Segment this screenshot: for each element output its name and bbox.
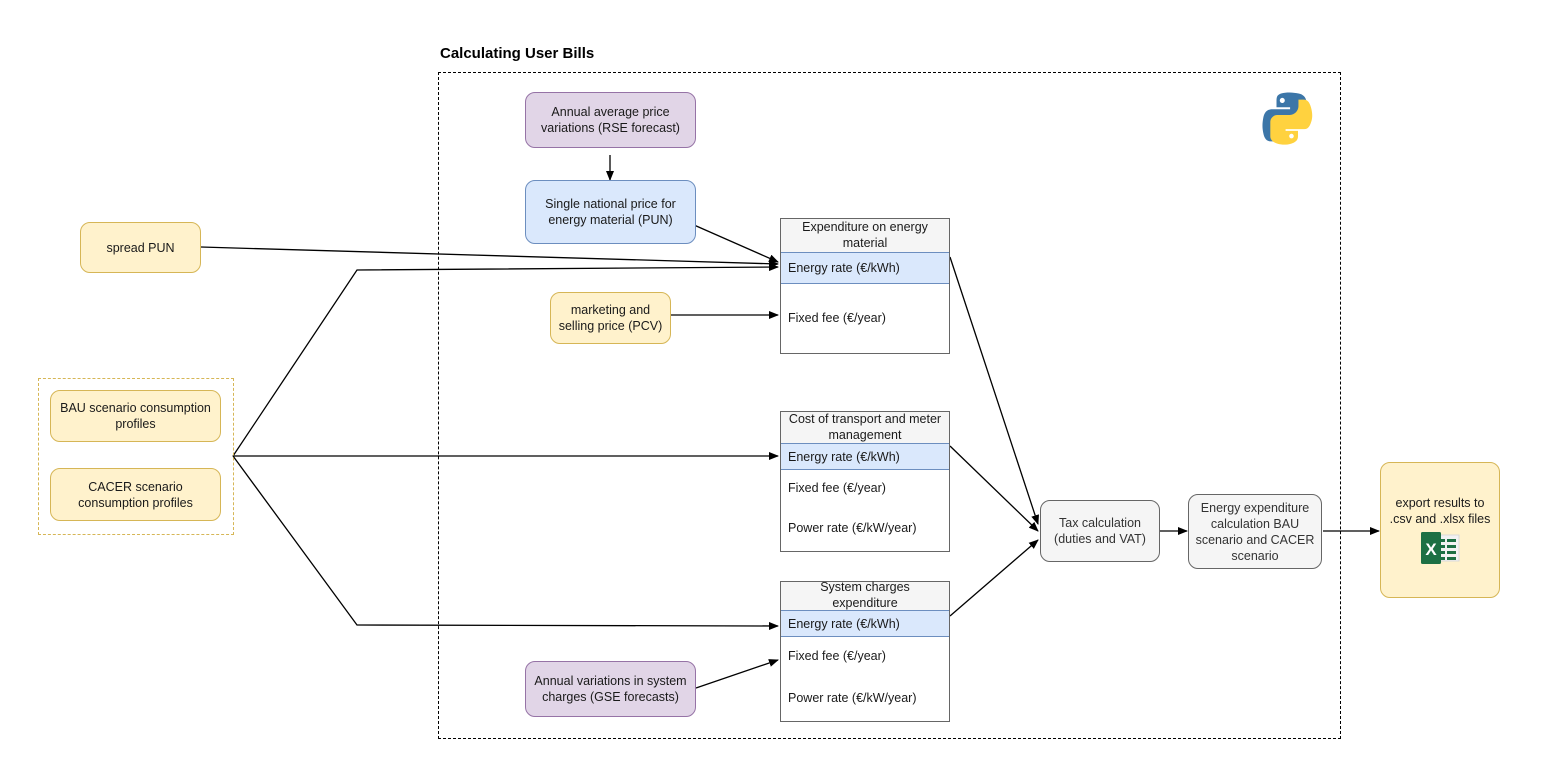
node-pcv[interactable]: marketing and selling price (PCV) — [550, 292, 671, 344]
svg-text:X: X — [1425, 540, 1437, 559]
table-transport-meter-cost: Cost of transport and meter management E… — [780, 411, 950, 552]
process-container — [438, 72, 1341, 739]
node-cacer-profiles[interactable]: CACER scenario consumption profiles — [50, 468, 221, 521]
table-system-charges: System charges expenditure Energy rate (… — [780, 580, 950, 722]
table-header: System charges expenditure — [781, 580, 949, 611]
table-row[interactable]: Energy rate (€/kWh) — [781, 252, 949, 284]
table-row[interactable]: Power rate (€/kW/year) — [788, 521, 917, 535]
export-label: export results to .csv and .xlsx files — [1389, 496, 1491, 526]
node-bau-profiles[interactable]: BAU scenario consumption profiles — [50, 390, 221, 442]
node-pun[interactable]: Single national price for energy materia… — [525, 180, 696, 244]
table-row[interactable]: Power rate (€/kW/year) — [788, 691, 917, 705]
table-row[interactable]: Energy rate (€/kWh) — [781, 610, 949, 637]
node-gse-variations[interactable]: Annual variations in system charges (GSE… — [525, 661, 696, 717]
node-spread-pun[interactable]: spread PUN — [80, 222, 201, 273]
table-header: Expenditure on energy material — [781, 219, 949, 253]
node-export-results[interactable]: export results to .csv and .xlsx files X — [1380, 462, 1500, 598]
table-expenditure-energy-material: Expenditure on energy material Energy ra… — [780, 218, 950, 354]
node-tax-calculation[interactable]: Tax calculation (duties and VAT) — [1040, 500, 1160, 562]
python-logo-icon — [1258, 88, 1322, 152]
page-title: Calculating User Bills — [440, 45, 595, 62]
table-row[interactable]: Fixed fee (€/year) — [788, 311, 886, 325]
node-energy-expenditure-calculation[interactable]: Energy expenditure calculation BAU scena… — [1188, 494, 1322, 569]
node-rse-price-variations[interactable]: Annual average price variations (RSE for… — [525, 92, 696, 148]
scenario-group — [38, 378, 234, 535]
table-row[interactable]: Fixed fee (€/year) — [788, 480, 886, 495]
table-row[interactable]: Energy rate (€/kWh) — [781, 443, 949, 470]
table-row[interactable]: Fixed fee (€/year) — [788, 649, 886, 663]
table-header: Cost of transport and meter management — [781, 412, 949, 444]
excel-file-icon: X — [1419, 531, 1461, 565]
